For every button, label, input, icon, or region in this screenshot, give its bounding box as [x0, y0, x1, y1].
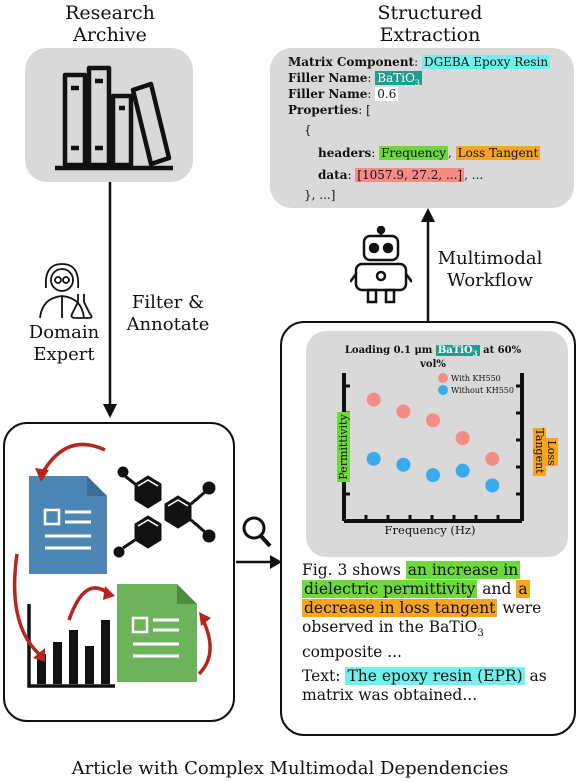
legend-marker	[438, 373, 448, 383]
flow-arrow-up	[421, 208, 435, 322]
document-icon-green	[117, 584, 197, 682]
data-point	[455, 431, 470, 446]
chart-xlabel: Frequency (Hz)	[384, 523, 476, 537]
article-panel	[3, 422, 235, 722]
chart-ylabel-right: Loss Tangent	[533, 428, 558, 476]
molecule-icon	[113, 466, 216, 558]
filter-annotate-label: Filter & Annotate	[126, 292, 210, 335]
data-point	[426, 468, 440, 483]
text-snippet: Text: The epoxy resin (EPR) as matrix wa…	[302, 667, 547, 704]
bookshelf-icon	[55, 65, 173, 171]
extraction-line-headers: headers: Frequency, Loss Tangent	[318, 146, 541, 160]
data-point	[366, 392, 381, 407]
data-point	[426, 413, 440, 428]
extraction-line-close: }, ...]	[304, 188, 336, 202]
legend-label: Without KH550	[451, 386, 514, 395]
data-point	[455, 463, 470, 478]
extraction-line-filler: Filler Name: BaTiO3	[288, 71, 423, 88]
extraction-line-brace: {	[304, 123, 312, 137]
data-point	[396, 404, 411, 419]
extraction-panel: Matrix Component: DGEBA Epoxy Resin Fill…	[270, 48, 574, 208]
data-point	[396, 457, 411, 472]
research-archive-title: Research Archive	[65, 2, 155, 46]
data-point	[485, 478, 500, 493]
multimodal-workflow-label: Multimodal Workflow	[437, 248, 543, 291]
domain-expert-icon	[39, 263, 93, 319]
extraction-line-fraction: Filler Name: 0.6	[288, 87, 399, 101]
inspect-arrow	[236, 516, 282, 569]
structured-extraction-title: Structured Extraction	[377, 2, 483, 46]
extraction-line-properties: Properties: [	[288, 103, 371, 117]
chart-points	[366, 392, 500, 493]
document-icon-blue	[29, 476, 107, 574]
article-title: Article with Complex Multimodal Dependen…	[71, 758, 509, 779]
data-point	[366, 451, 381, 466]
robot-icon	[350, 226, 412, 304]
chart-title: Loading 0.1 μm BaTiO3 at 60% vol%	[344, 345, 522, 370]
data-point	[485, 451, 500, 466]
extraction-line-data: data: [1057.9, 27.2, ...], ...	[318, 168, 484, 182]
chart-ylabel-left: Permittivity	[337, 412, 350, 482]
bar-chart-icon	[27, 604, 115, 688]
article-contents	[12, 442, 216, 688]
legend-label: With KH550	[451, 374, 501, 383]
magnifier-icon	[242, 516, 266, 540]
flow-arrow-down	[103, 182, 117, 418]
domain-expert-label: Domain Expert	[28, 322, 100, 365]
figure-panel	[280, 321, 576, 736]
chart-ticks	[344, 384, 522, 521]
legend-marker	[438, 385, 448, 395]
figure-caption: Fig. 3 shows an increase in dielectric p…	[302, 561, 542, 662]
extraction-line-matrix: Matrix Component: DGEBA Epoxy Resin	[288, 55, 551, 69]
archive-panel	[25, 48, 193, 182]
